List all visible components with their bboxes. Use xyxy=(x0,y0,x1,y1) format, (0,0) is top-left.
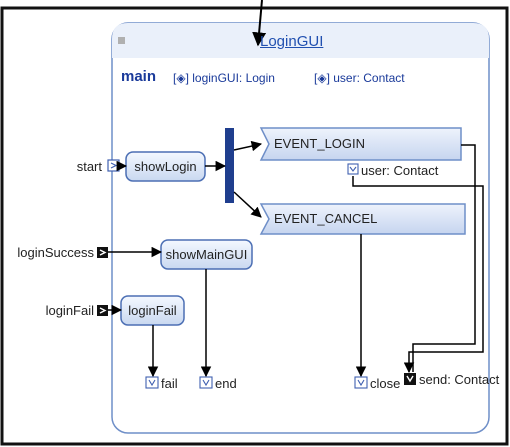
login-fail-port-icon xyxy=(99,307,107,314)
start-input-label: start xyxy=(76,159,102,174)
container-header-icon xyxy=(118,37,125,44)
login-success-port[interactable] xyxy=(97,247,108,258)
user-param-port xyxy=(347,163,359,175)
incoming-transition-arrow xyxy=(252,0,267,47)
user-param-port-icon xyxy=(349,166,357,172)
start-port-icon xyxy=(110,162,118,169)
event-param-label: user: Contact xyxy=(361,163,439,178)
login-fail-action-label: loginFail xyxy=(128,303,177,318)
attribute-user: [◈] user: Contact xyxy=(314,71,405,85)
end-port[interactable] xyxy=(199,376,213,389)
fork-bar xyxy=(225,128,234,203)
scope-label: main xyxy=(121,68,157,85)
event-cancel-box[interactable] xyxy=(259,203,466,235)
start-port[interactable] xyxy=(107,159,120,172)
event-login-box[interactable] xyxy=(259,127,462,161)
diagram-title: LoginGUI xyxy=(260,33,324,50)
fork-to-login-event-arrow xyxy=(233,140,263,152)
event-login-label: EVENT_LOGIN xyxy=(274,136,366,151)
event-cancel-label: EVENT_CANCEL xyxy=(274,211,378,226)
fork-to-cancel-event-arrow xyxy=(233,191,262,218)
show-main-gui-label: showMainGUI xyxy=(165,247,248,262)
login-success-port-icon xyxy=(99,249,107,256)
login-fail-port[interactable] xyxy=(97,305,108,316)
show-login-label: showLogin xyxy=(134,159,197,174)
login-fail-input-label: loginFail xyxy=(45,303,94,318)
close-port[interactable] xyxy=(354,376,368,389)
fail-port[interactable] xyxy=(145,376,159,389)
close-output-label: close xyxy=(370,376,401,391)
login-event-loop-path xyxy=(412,144,476,372)
login-success-input-label: loginSuccess xyxy=(17,245,94,260)
login-to-send-path xyxy=(352,176,484,374)
send-output-label: send: Contact xyxy=(419,372,500,387)
fail-output-label: fail xyxy=(161,376,178,391)
container-header xyxy=(112,23,489,58)
send-port[interactable] xyxy=(404,373,416,385)
attribute-login: [◈] loginGUI: Login xyxy=(173,71,275,85)
end-output-label: end xyxy=(215,376,237,391)
